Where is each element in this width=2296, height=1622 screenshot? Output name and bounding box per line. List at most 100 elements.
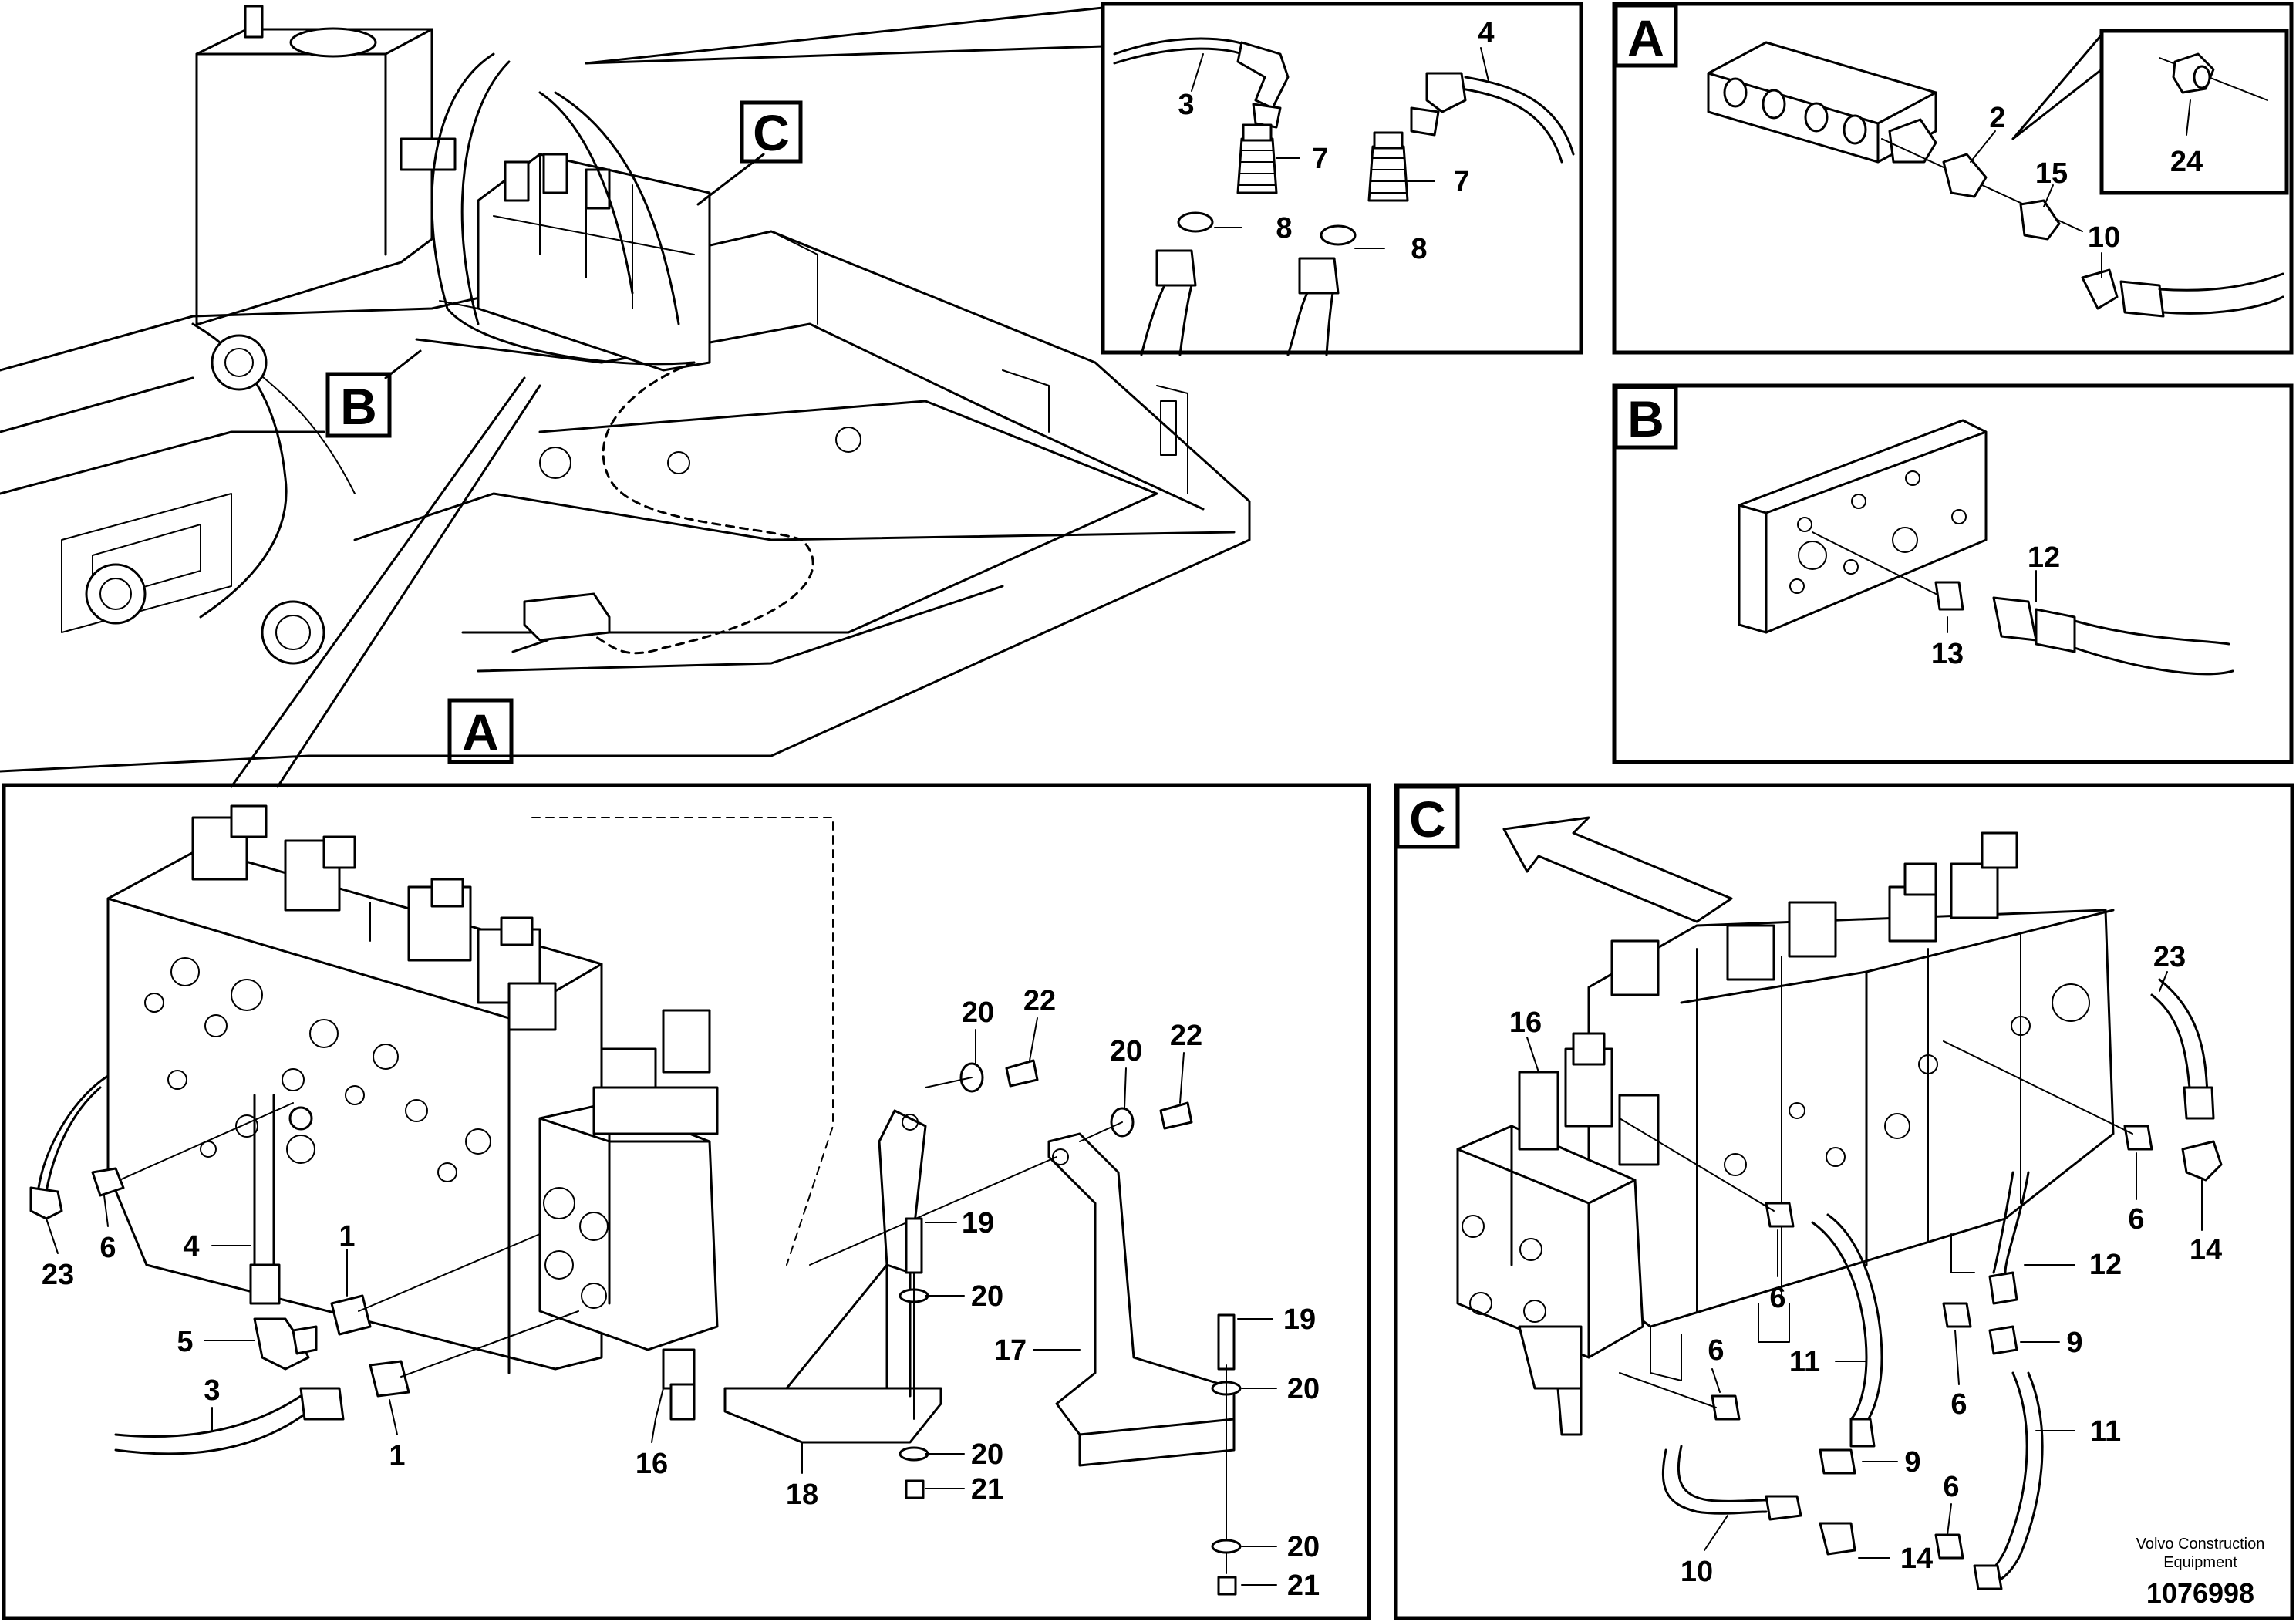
callout-11-c-left: 11: [1789, 1346, 1820, 1378]
bolt-22-b: [1159, 1101, 1193, 1130]
elbow-14-c: [2181, 1140, 2223, 1182]
callout-23-c: 23: [2153, 941, 2186, 973]
callout-8b: 8: [1411, 233, 1427, 265]
elbow-5: [253, 1317, 310, 1371]
overview-callout-c: C: [740, 100, 803, 164]
hydraulic-tank: [195, 28, 433, 325]
adapter-6-c-right: [2123, 1125, 2153, 1151]
callout-c-label: C: [753, 104, 790, 161]
callout-21-b: 21: [1287, 1570, 1320, 1602]
bolt-22-a: [1005, 1059, 1039, 1088]
callout-6-c-b: 6: [1708, 1334, 1724, 1367]
hose-end-12: [1992, 596, 2038, 642]
direction-arrow-icon: [1502, 816, 1733, 923]
detail-c-panel: C: [1394, 783, 2294, 1620]
callout-2: 2: [1989, 102, 2005, 134]
callout-8a: 8: [1276, 212, 1292, 244]
callout-14-c-right: 14: [2190, 1234, 2222, 1266]
callout-20-f: 20: [1287, 1531, 1320, 1563]
fitting-15: [2019, 199, 2061, 241]
washer-20-f: [1211, 1539, 1242, 1554]
adapter-1-upper: [330, 1294, 372, 1336]
callout-21-a: 21: [971, 1473, 1003, 1506]
adapter-1-lower: [369, 1360, 410, 1398]
callout-7b: 7: [1453, 166, 1469, 198]
fitting-detail-panel: 3 4 7 7 8 8: [1101, 2, 1583, 356]
overview-callout-a: A: [447, 698, 514, 764]
callout-15: 15: [2035, 157, 2068, 190]
bolt-19-b: [1217, 1313, 1236, 1371]
adapter-6-c-c: [1942, 1302, 1972, 1328]
callout-1-upper: 1: [339, 1220, 355, 1253]
bolt-19-a: [905, 1217, 923, 1274]
callout-11-c-right: 11: [2090, 1415, 2121, 1448]
callout-22-b: 22: [1170, 1020, 1202, 1052]
elbow-14-c-lower: [1819, 1522, 1856, 1556]
callout-17: 17: [994, 1334, 1027, 1367]
callout-6-left: 6: [99, 1232, 116, 1264]
callout-9-c-left: 9: [1904, 1446, 1920, 1479]
detail-c-letter: C: [1409, 791, 1446, 848]
callout-a-label: A: [462, 703, 499, 760]
callout-20-e: 20: [1287, 1373, 1320, 1405]
callout-6-c-c: 6: [1950, 1388, 1967, 1421]
callout-4-valve: 4: [183, 1230, 199, 1263]
section-valve-16: [538, 1101, 719, 1351]
callout-14-c-lower: 14: [1900, 1543, 1933, 1575]
callout-5: 5: [177, 1326, 193, 1358]
detail-b-letter: B: [1627, 390, 1664, 447]
footer-block: Volvo Construction Equipment 1076998: [2136, 1536, 2265, 1609]
elbow-23: [29, 1186, 63, 1220]
bracket-17: [1047, 1132, 1236, 1436]
callout-4: 4: [1478, 17, 1494, 49]
callout-19-a: 19: [962, 1207, 994, 1239]
callout-b-label: B: [340, 378, 377, 435]
adapter-6-c-b: [1711, 1394, 1741, 1421]
nut-21-b: [1217, 1576, 1237, 1596]
nut-21-a: [905, 1479, 925, 1499]
callout-3: 3: [1178, 89, 1194, 121]
callout-6-c-right: 6: [2128, 1203, 2144, 1236]
adapter-13: [1934, 581, 1964, 611]
bracket-18: [723, 1387, 942, 1444]
callout-10-c: 10: [1681, 1556, 1713, 1588]
callout-6-c-d: 6: [1943, 1471, 1959, 1503]
footer-company-line2: Equipment: [2163, 1554, 2237, 1571]
callout-6-c-a: 6: [1769, 1282, 1785, 1314]
callout-20-c: 20: [971, 1280, 1003, 1313]
callout-18: 18: [786, 1479, 818, 1511]
callout-23-left: 23: [42, 1259, 74, 1291]
callout-20-d: 20: [971, 1438, 1003, 1471]
callout-13: 13: [1931, 638, 1964, 670]
fitting-2: [1942, 153, 1988, 198]
adapter-6-c-d: [1934, 1533, 1964, 1560]
mounting-plate-b: [1738, 419, 1988, 634]
adapter-6-c-a: [1765, 1202, 1795, 1228]
callout-10-a: 10: [2088, 221, 2120, 254]
detail-b-panel: B 12 13: [1612, 383, 2294, 764]
callout-20-a: 20: [962, 996, 994, 1029]
overview-machine-drawing: [0, 5, 1251, 773]
callout-16-c: 16: [1509, 1007, 1542, 1039]
detail-a-panel: A 24 2 15 10: [1612, 2, 2294, 355]
overview-callout-b: B: [325, 372, 392, 438]
callout-3-valve: 3: [204, 1374, 220, 1407]
callout-9-c-right: 9: [2066, 1327, 2082, 1359]
callout-12-c: 12: [2089, 1249, 2122, 1281]
washer-20-d: [899, 1446, 929, 1462]
callout-12: 12: [2028, 541, 2060, 574]
callout-16-valve: 16: [636, 1448, 668, 1480]
document-number: 1076998: [2146, 1577, 2254, 1609]
valve-detail-panel: 20 22 20 22 19 20 17 19 20 20 21 20 21 1…: [2, 783, 1371, 1620]
callout-7a: 7: [1312, 143, 1328, 175]
footer-company-line1: Volvo Construction: [2136, 1536, 2265, 1553]
callout-1-lower: 1: [389, 1440, 405, 1472]
callout-20-b: 20: [1110, 1035, 1142, 1067]
callout-22-a: 22: [1023, 985, 1056, 1017]
washer-8-left: [1177, 211, 1214, 233]
tee-9-c: [1819, 1448, 1856, 1475]
washer-8-right: [1320, 224, 1357, 246]
callout-19-b: 19: [1283, 1303, 1316, 1336]
overview-leader-lines: [230, 6, 1104, 788]
